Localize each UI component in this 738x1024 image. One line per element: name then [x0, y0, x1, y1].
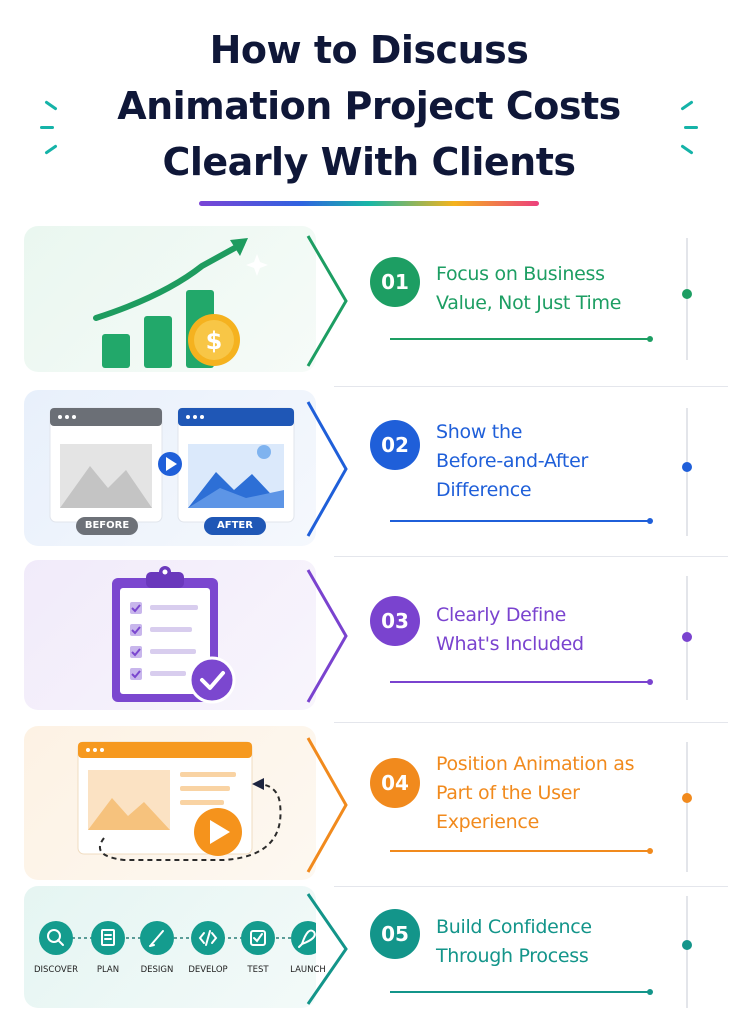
step-row-3: 03 Clearly Define What's Included: [24, 560, 714, 712]
step-number-badge: 01: [370, 257, 420, 307]
timeline-line: [686, 742, 688, 872]
timeline-dot: [682, 462, 692, 472]
before-label: BEFORE: [76, 517, 138, 535]
timeline-dot: [682, 289, 692, 299]
step-text: Build Confidence Through Process: [436, 916, 592, 967]
step-text: Position Animation as Part of the User E…: [436, 753, 635, 833]
process-label-develop: DEVELOP: [188, 965, 228, 975]
step-text: Clearly Define What's Included: [436, 604, 584, 655]
after-label: AFTER: [204, 517, 266, 535]
row-divider: [334, 886, 728, 887]
chevron-right-icon: [306, 235, 348, 367]
page-title: How to Discuss Animation Project Costs C…: [0, 22, 738, 190]
step-text: Show the Before-and-After Difference: [436, 421, 588, 501]
step-underline: [390, 679, 653, 685]
process-steps-icon: DISCOVER PLAN DESIGN DEVELOP TEST LAUNCH: [24, 886, 326, 1008]
chevron-right-icon: [306, 569, 348, 703]
timeline-dot: [682, 940, 692, 950]
browser-play-icon: [24, 726, 316, 880]
step-row-5: DISCOVER PLAN DESIGN DEVELOP TEST LAUNCH…: [24, 886, 714, 1012]
title-line-3: Clearly With Clients: [162, 140, 576, 184]
process-label-test: TEST: [247, 965, 269, 975]
process-label-design: DESIGN: [140, 965, 174, 975]
timeline-dot: [682, 632, 692, 642]
row-divider: [334, 556, 728, 557]
row-divider: [334, 722, 728, 723]
process-label-plan: PLAN: [96, 965, 120, 975]
step-underline: [390, 336, 653, 342]
chevron-right-icon: [306, 893, 348, 1005]
step-row-4: 04 Position Animation as Part of the Use…: [24, 726, 714, 884]
timeline-line: [686, 408, 688, 536]
timeline-line: [686, 238, 688, 360]
before-after-windows-icon: BEFORE AFTER: [24, 390, 316, 546]
step-number-badge: 02: [370, 420, 420, 470]
step-underline: [390, 848, 653, 854]
growth-chart-coin-icon: $: [24, 226, 316, 372]
step-underline: [390, 989, 653, 995]
step-number-badge: 04: [370, 758, 420, 808]
process-label-discover: DISCOVER: [33, 965, 78, 975]
chevron-right-icon: [306, 401, 348, 537]
title-line-1: How to Discuss: [209, 28, 529, 72]
timeline-line: [686, 896, 688, 1008]
step-row-1: $ 01 Focus on Business Value, Not Just T…: [24, 226, 714, 376]
row-divider: [334, 386, 728, 387]
title-line-2: Animation Project Costs: [117, 84, 621, 128]
svg-text:$: $: [206, 327, 223, 355]
step-number-badge: 05: [370, 909, 420, 959]
timeline-dot: [682, 793, 692, 803]
step-number-badge: 03: [370, 596, 420, 646]
step-text: Focus on Business Value, Not Just Time: [436, 263, 622, 314]
step-underline: [390, 518, 653, 524]
process-label-launch: LAUNCH: [290, 965, 326, 975]
chevron-right-icon: [306, 737, 348, 873]
clipboard-checklist-icon: [24, 560, 316, 710]
title-underline-gradient: [199, 201, 539, 206]
step-row-2: BEFORE AFTER 02 Show the Before-and-Afte…: [24, 390, 714, 548]
